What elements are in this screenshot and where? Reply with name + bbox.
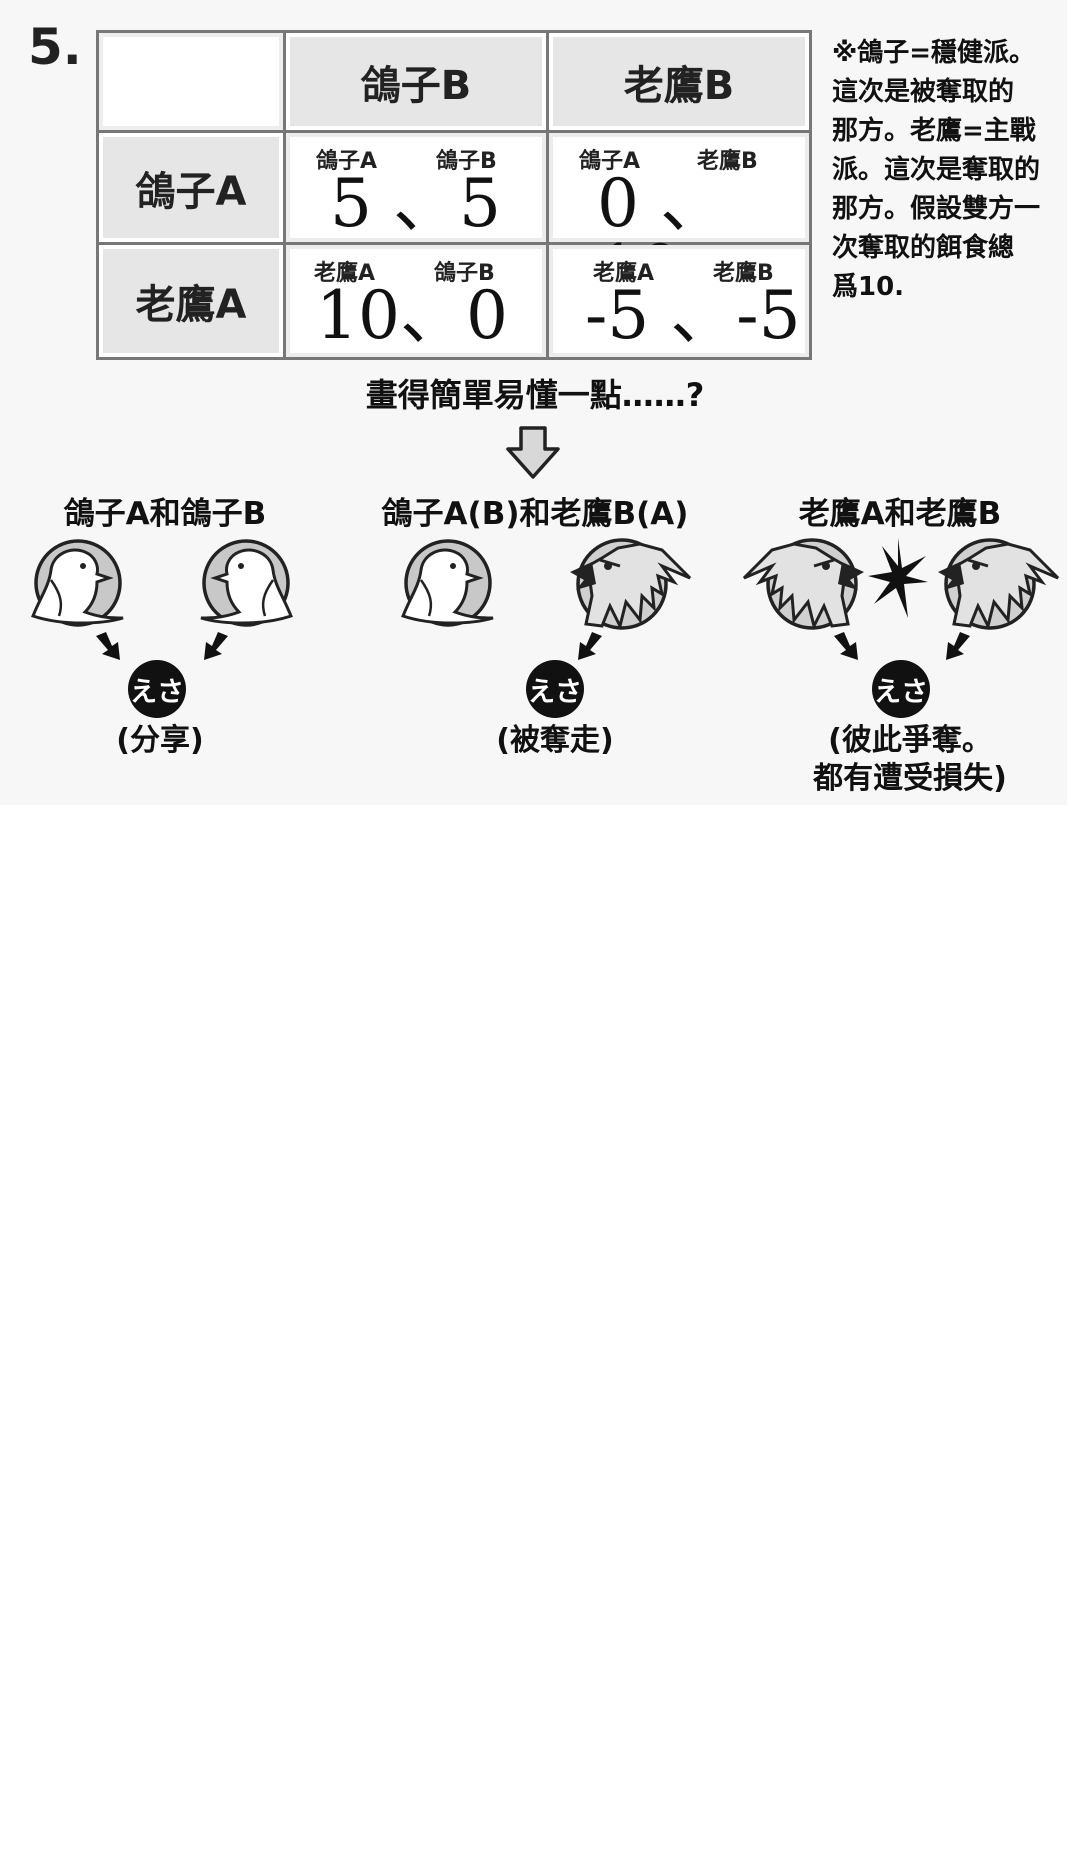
arrow-icon bbox=[578, 632, 602, 660]
cell-payoff: 10、0 bbox=[316, 277, 508, 354]
cell-right-label: 鴿子B bbox=[436, 149, 497, 174]
infographic-panel: 5. 鴿子B 老鷹B 鴿子A 老鷹A 鴿子A 鴿子B 5 、5 鴿子A 老鷹B … bbox=[0, 0, 1067, 805]
hawk-icon bbox=[742, 538, 864, 631]
row-header-hawk-a: 老鷹A bbox=[99, 245, 283, 357]
arrow-icon bbox=[834, 632, 858, 660]
payoff-cell-hawk-dove: 老鷹A 鴿子B 10、0 bbox=[286, 245, 546, 357]
food-badge: えさ bbox=[128, 660, 186, 718]
cell-payoff: 5 、5 bbox=[330, 165, 501, 242]
side-note: ※鴿子=穩健派。 這次是被奪取的 那方。老鷹=主戰 派。這次是奪取的 那方。假設… bbox=[832, 34, 1057, 307]
scenario-title-hawk-hawk: 老鷹A和老鷹B bbox=[798, 496, 1002, 532]
cell-left-label: 鴿子A bbox=[316, 149, 378, 174]
scenario-title-dove-hawk: 鴿子A(B)和老鷹B(A) bbox=[381, 496, 689, 532]
table-divider bbox=[99, 130, 809, 133]
scenario-title-dove-dove: 鴿子A和鴿子B bbox=[63, 496, 267, 532]
food-badge: えさ bbox=[872, 660, 930, 718]
payoff-cell-dove-hawk: 鴿子A 老鷹B 0 、10 bbox=[549, 133, 809, 303]
scenario-result: (被奪走) bbox=[496, 723, 614, 758]
table-corner bbox=[99, 33, 283, 130]
table-divider bbox=[283, 33, 286, 357]
arrow-icon bbox=[204, 632, 228, 660]
table-divider bbox=[546, 33, 549, 357]
dove-icon bbox=[200, 539, 293, 627]
cell-left-label: 鴿子A bbox=[579, 149, 641, 174]
cell-right-label: 老鷹B bbox=[697, 149, 758, 174]
cell-right-label: 鴿子B bbox=[434, 261, 495, 286]
food-badge: えさ bbox=[526, 660, 584, 718]
payoff-cell-hawk-hawk: 老鷹A 老鷹B -5 、-5 bbox=[549, 245, 809, 357]
payoff-table: 鴿子B 老鷹B 鴿子A 老鷹A 鴿子A 鴿子B 5 、5 鴿子A 老鷹B 0 、… bbox=[96, 30, 812, 360]
note-line: 這次是被奪取的 bbox=[832, 77, 1015, 107]
note-line: 那方。假設雙方一 bbox=[832, 194, 1041, 224]
cell-left-label: 老鷹A bbox=[314, 261, 376, 286]
payoff-cell-dove-dove: 鴿子A 鴿子B 5 、5 bbox=[286, 133, 546, 242]
cell-payoff: -5 、-5 bbox=[585, 277, 801, 354]
note-line: 次奪取的餌食總 bbox=[832, 233, 1015, 263]
scenario-result-line: 都有遭受損失) bbox=[813, 761, 1007, 796]
col-header-hawk-b: 老鷹B bbox=[549, 33, 809, 130]
scenario-result: (分享) bbox=[116, 723, 204, 758]
caption: 畫得簡單易懂一點……? bbox=[365, 376, 705, 414]
note-line: ※鴿子=穩健派。 bbox=[832, 38, 1036, 68]
cell-left-label: 老鷹A bbox=[593, 261, 655, 286]
arrow-icon bbox=[96, 632, 120, 660]
col-header-dove-b: 鴿子B bbox=[286, 33, 546, 130]
table-divider bbox=[99, 242, 809, 245]
hawk-icon bbox=[570, 538, 692, 631]
note-line: 派。這次是奪取的 bbox=[832, 155, 1041, 185]
row-header-dove-a: 鴿子A bbox=[99, 133, 283, 242]
scenario-result: (彼此爭奪。 都有遭受損失) bbox=[780, 722, 1040, 798]
cell-right-label: 老鷹B bbox=[713, 261, 774, 286]
dove-icon bbox=[31, 539, 124, 627]
arrow-icon bbox=[946, 632, 970, 660]
note-line: 爲10. bbox=[832, 272, 905, 302]
clash-spark-icon bbox=[868, 538, 928, 618]
dove-icon bbox=[401, 539, 494, 627]
down-arrow-icon bbox=[506, 426, 560, 479]
scenario-result-line: (彼此爭奪。 bbox=[828, 723, 992, 758]
hawk-icon bbox=[938, 538, 1060, 631]
section-number: 5. bbox=[28, 18, 82, 76]
note-line: 那方。老鷹=主戰 bbox=[832, 116, 1036, 146]
